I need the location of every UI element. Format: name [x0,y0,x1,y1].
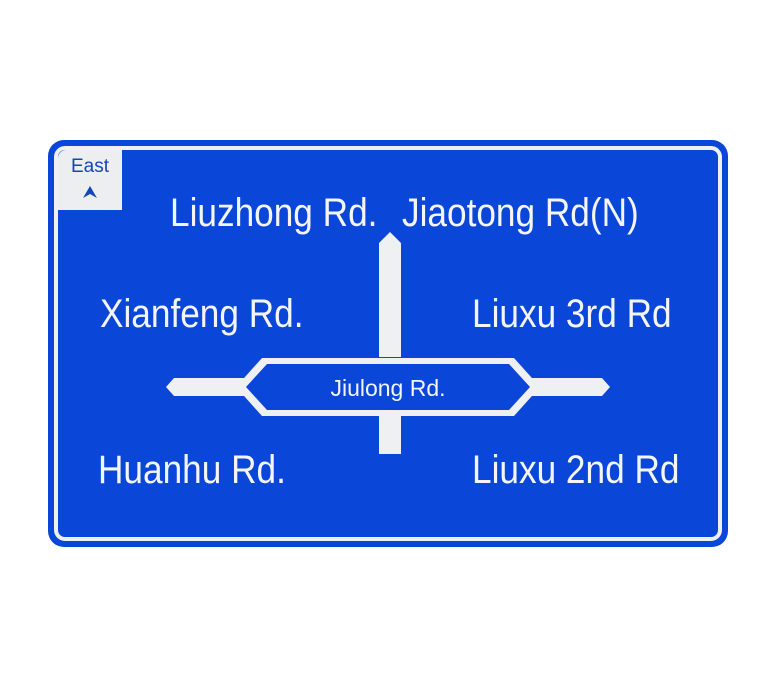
direction-panel: East [58,150,122,210]
current-road-frame-inner [246,364,530,410]
current-road-label: Jiulong Rd. [330,375,446,401]
road-east-lower: Liuxu 2nd Rd [472,448,680,492]
road-west-upper: Xianfeng Rd. [100,292,304,336]
sign-border [54,146,722,541]
road-direction-sign: East Jiulong Rd. Liuzhong Rd. Jiaotong R… [48,140,728,547]
road-north-right: Jiaotong Rd(N) [402,191,639,235]
intersection-diagram [166,232,610,454]
south-road-stub [379,416,401,454]
road-east-upper: Liuxu 3rd Rd [472,292,672,336]
road-north-left: Liuzhong Rd. [170,191,378,235]
north-road-arrow [379,232,401,357]
east-road-arrow [528,378,610,396]
road-west-lower: Huanhu Rd. [98,448,286,492]
west-road-arrow [166,378,248,396]
arrow-up-icon [83,186,97,198]
direction-label: East [70,156,110,177]
